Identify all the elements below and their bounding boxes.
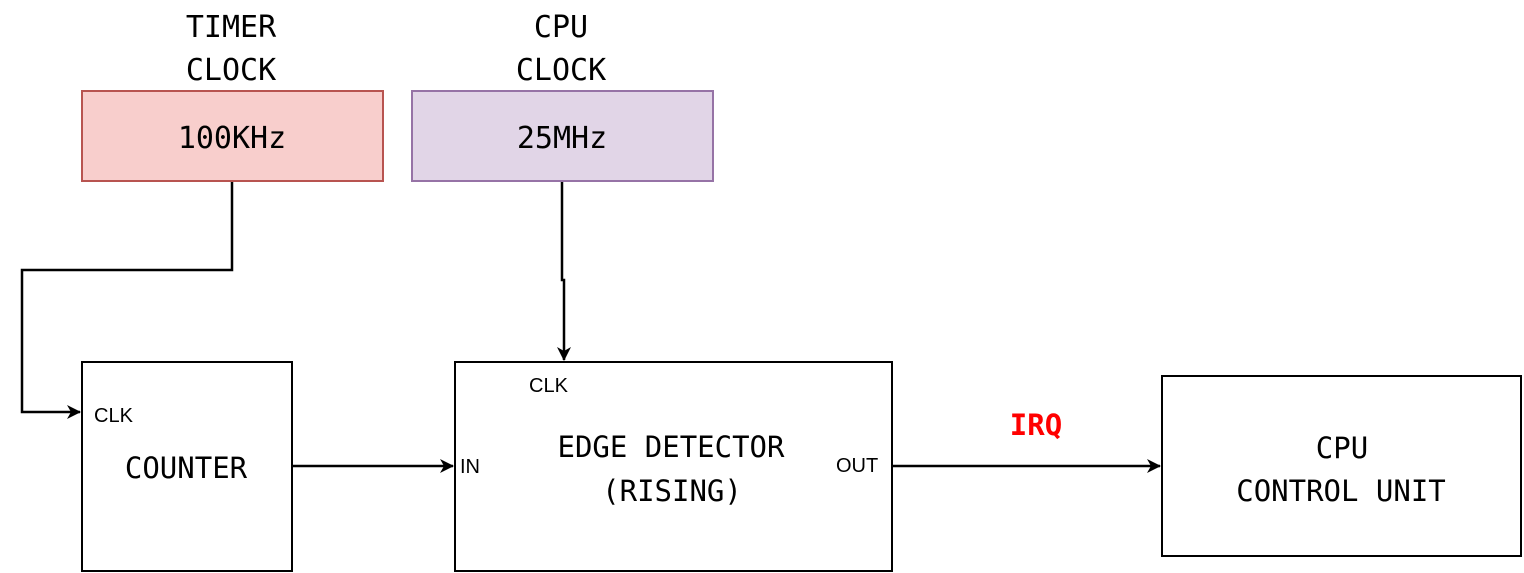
cpu-clock-box (412, 91, 713, 181)
timer-clock-box (82, 91, 383, 181)
timer-clock-value: 100KHz (178, 121, 286, 156)
cpu-control-unit-title-line1: CPU (1316, 431, 1368, 465)
edge-detector-port-in: IN (460, 456, 480, 478)
cpu-clock-box-border (411, 90, 714, 182)
counter-block (81, 361, 293, 572)
edge-detector-port-clk: CLK (529, 375, 569, 397)
edge-detector-block (454, 361, 893, 572)
counter-title: COUNTER (125, 451, 248, 485)
cpu-clock-label-line1: CPU (534, 10, 588, 45)
cpu-clock-to-edge-detector-arrow (557, 182, 571, 361)
cpu-clock-label-line2: CLOCK (516, 53, 606, 88)
cpu-control-unit-title-line2: CONTROL UNIT (1236, 474, 1446, 508)
cpu-control-unit-block (1161, 375, 1522, 557)
cpu-clock-value: 25MHz (517, 121, 607, 156)
edge-detector-title-line2: (RISING) (602, 474, 742, 508)
counter-port-clk: CLK (94, 405, 134, 427)
timer-to-counter-clk-arrow (20, 182, 234, 419)
timer-clock-label-line2: CLOCK (186, 53, 276, 88)
edge-detector-port-out: OUT (836, 455, 878, 477)
irq-signal-label: IRQ (1010, 408, 1062, 442)
timer-clock-box-border (81, 90, 384, 182)
timer-clock-label-line1: TIMER (186, 10, 277, 45)
edge-detector-title-line1: EDGE DETECTOR (558, 430, 786, 464)
